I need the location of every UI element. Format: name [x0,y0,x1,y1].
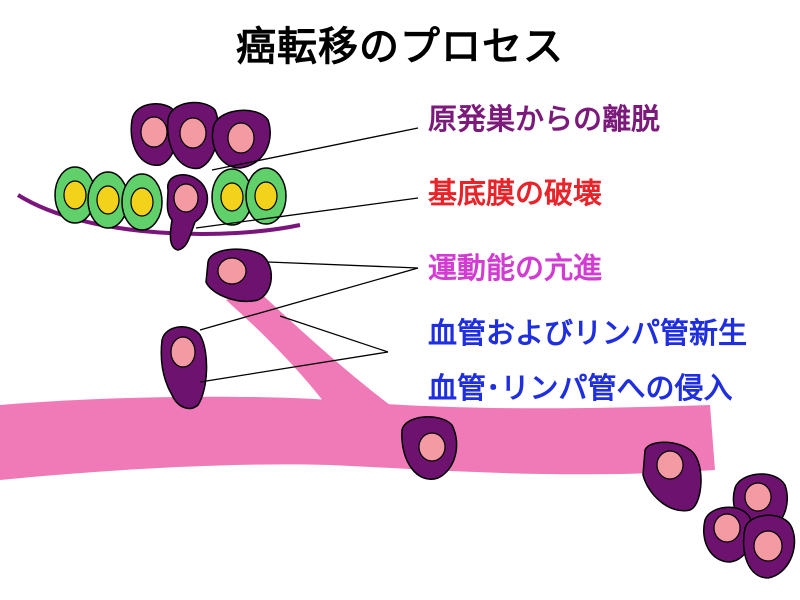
circulating-cancer-cell [642,441,702,512]
normal-cell [54,166,96,224]
leader-line-membrane [195,197,419,229]
basement-membrane [16,193,301,236]
step-label-detachment: 原発巣からの離脱 [428,102,661,136]
step-label-intravasation: 血管･リンパ管への侵入 [428,371,733,405]
primary-tumor-cells [130,101,271,251]
normal-cell [211,168,253,226]
leader-line-motility [267,261,419,269]
blood-vessel [0,396,715,480]
normal-cell [121,173,163,231]
step-label-angiogenesis: 血管およびリンパ管新生 [428,316,748,350]
step-label-motility: 運動能の亢進 [428,251,603,285]
cancer-cell [211,109,271,169]
cancer-cell [166,101,219,170]
leader-line-angiogenesis-b [279,315,389,353]
normal-epithelial-cells [54,166,287,231]
circulating-cancer-cell [401,416,458,480]
normal-cell [87,171,129,229]
leader-line-angiogenesis-a [199,267,419,331]
leader-line-intravasation [199,351,389,383]
cancer-cell [742,514,796,579]
page-title: 癌転移のプロセス [236,24,564,70]
intravasating-cancer-cell [160,326,208,410]
vessel-branch [226,288,390,410]
normal-cell [245,167,287,225]
migrating-cancer-cell [205,248,272,302]
invading-cancer-cell [166,174,209,251]
leader-line-detachment [211,127,419,171]
leader-lines [195,127,419,383]
cancer-cell [130,103,179,166]
step-label-basement-membrane: 基底膜の破壊 [428,176,603,210]
metastatic-cell-cluster [703,473,796,579]
